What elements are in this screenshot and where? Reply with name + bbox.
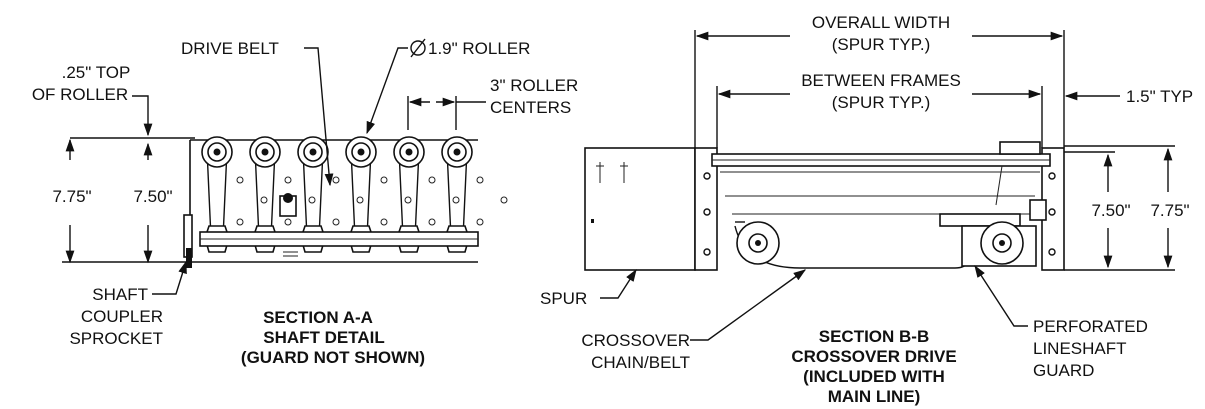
frame-typ-label: 1.5" TYP [1126,87,1193,106]
roller-axle [453,148,461,156]
top-of-roller-label-1: .25" TOP [62,63,131,82]
height-775-dimension: 7.75" [52,138,190,264]
crossover-label-2: CHAIN/BELT [591,353,690,372]
overall-width-dimension: OVERALL WIDTH (SPUR TYP.) [694,13,1065,148]
conveyor-bed [711,141,1051,227]
left-main-frame [694,147,718,271]
coupler-callout: SHAFT COUPLER SPROCKET [69,260,187,348]
perforation-hole [500,196,508,204]
roller-axle [357,148,365,156]
coupler-label-3: SPROCKET [69,329,163,348]
height-750-label: 7.50" [133,187,172,206]
frame-typ-dimension: 1.5" TYP [1064,87,1193,106]
roller-diameter-callout: 1.9" ROLLER [366,38,530,135]
section-a-title-3: (GUARD NOT SHOWN) [241,348,425,367]
lineshaft [199,193,479,257]
roller-centers-dimension: 3" ROLLER CENTERS [407,76,578,130]
roller-diameter-label: 1.9" ROLLER [428,39,530,58]
perforation-hole [428,176,436,184]
top-of-roller-label-2: OF ROLLER [32,85,128,104]
lineshaft-guard [961,221,1037,267]
section-b-title-2: CROSSOVER DRIVE [791,347,956,366]
guard-callout: PERFORATED LINESHAFT GUARD [974,264,1148,380]
section-b-title-1: SECTION B-B [819,327,930,346]
height-775-label-b: 7.75" [1150,201,1189,220]
perforation-hole [284,218,292,226]
roller-axle [261,148,269,156]
height-775-label: 7.75" [52,187,91,206]
section-a-title-1: SECTION A-A [263,308,373,327]
perforation-hole [380,218,388,226]
overall-width-label-1: OVERALL WIDTH [812,13,950,32]
perforation-hole [332,218,340,226]
section-b-title-3: (INCLUDED WITH [803,367,945,386]
crossover-label-1: CROSSOVER [581,331,690,350]
roller-axle [213,148,221,156]
height-750-label-b: 7.50" [1091,201,1130,220]
spur-frame [584,147,696,271]
perforation-hole [356,196,364,204]
section-a-title-2: SHAFT DETAIL [263,328,385,347]
perforation-hole [476,176,484,184]
perforation-hole [452,196,460,204]
roller-centers-label-2: CENTERS [490,98,571,117]
height-750-dimension: 7.50" [133,142,173,264]
coupler-label-2: COUPLER [81,307,163,326]
drive-belt-label: DRIVE BELT [181,39,279,58]
perforation-hole [236,218,244,226]
perforation-hole [308,196,316,204]
section-b-b: OVERALL WIDTH (SPUR TYP.) BETWEEN FRAMES… [540,13,1193,406]
left-pulley [736,221,780,265]
height-775-dimension-b: 7.75" [1150,147,1190,269]
height-750-dimension-b: 7.50" [1064,145,1175,271]
between-frames-label-1: BETWEEN FRAMES [801,71,961,90]
guard-label-1: PERFORATED [1033,317,1148,336]
spur-label: SPUR [540,289,587,308]
perforation-hole [476,218,484,226]
overall-width-label-2: (SPUR TYP.) [832,35,931,54]
crossover-callout: CROSSOVER CHAIN/BELT [581,269,807,372]
roller-centers-label-1: 3" ROLLER [490,76,578,95]
top-of-roller-dimension: .25" TOP OF ROLLER [32,63,195,139]
perforation-hole [428,218,436,226]
roller-axle [405,148,413,156]
section-a-a: .25" TOP OF ROLLER 7.75" 7.50" DRIVE BEL… [32,38,578,367]
perforation-hole [380,176,388,184]
guard-label-3: GUARD [1033,361,1094,380]
spur-callout: SPUR [540,268,637,308]
section-a-title: SECTION A-A SHAFT DETAIL (GUARD NOT SHOW… [241,308,425,367]
guard-label-2: LINESHAFT [1033,339,1127,358]
perforation-hole [284,176,292,184]
coupler-label-1: SHAFT [92,285,148,304]
between-frames-label-2: (SPUR TYP.) [832,93,931,112]
perforation-hole [404,196,412,204]
perforation-hole [236,176,244,184]
perforation-hole [260,196,268,204]
between-frames-dimension: BETWEEN FRAMES (SPUR TYP.) [716,71,1043,148]
perforation-hole [332,176,340,184]
roller-axle [309,148,317,156]
section-b-title: SECTION B-B CROSSOVER DRIVE (INCLUDED WI… [791,327,956,406]
section-b-title-4: MAIN LINE) [828,387,921,406]
drive-belt-callout: DRIVE BELT [181,39,334,187]
